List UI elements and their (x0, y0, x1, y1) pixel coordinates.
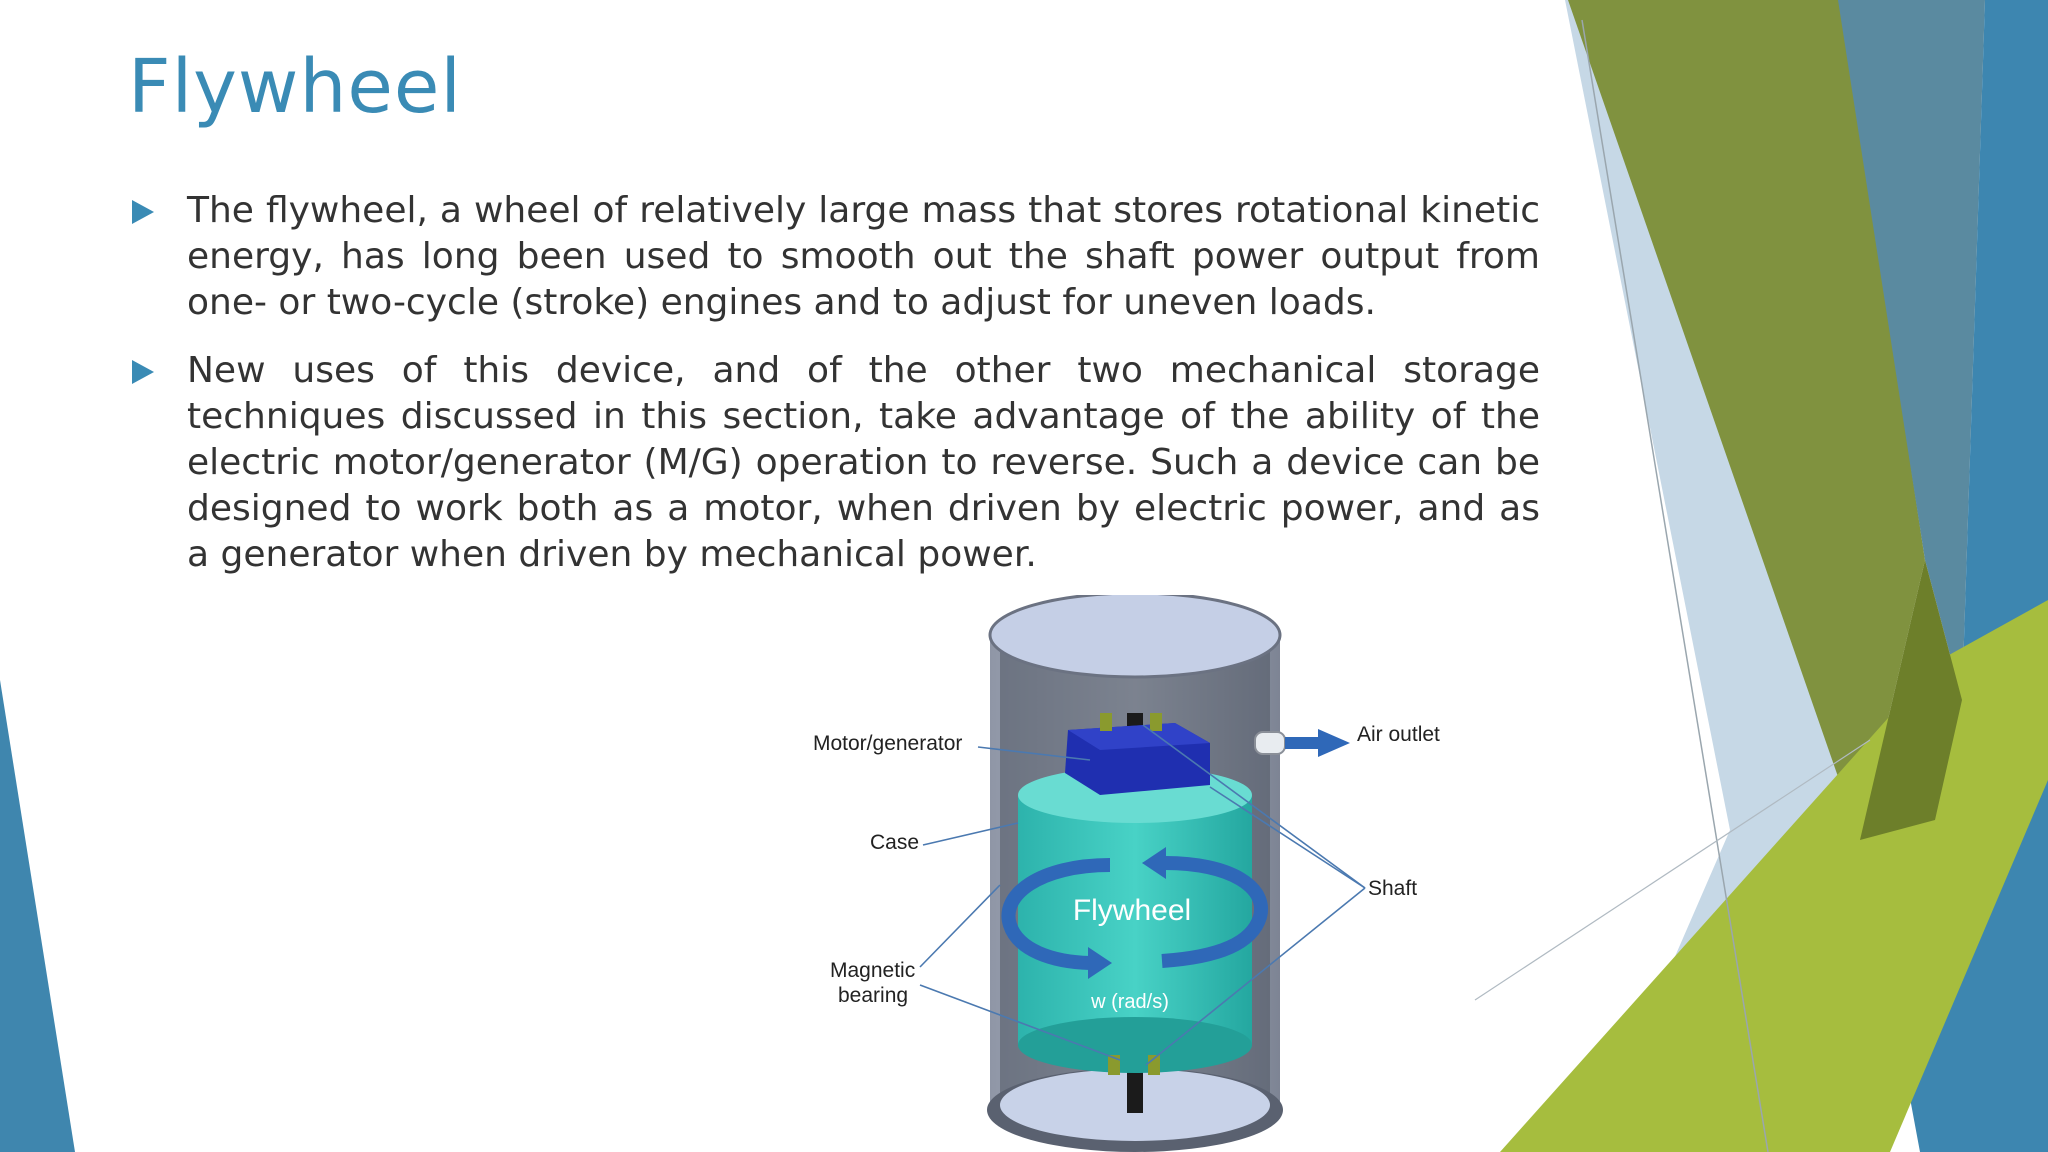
magnetic-bearing-label-2: bearing (838, 984, 908, 1007)
flywheel-diagram: Flywheel w (rad/s) (813, 595, 1440, 1152)
motor-generator (1065, 713, 1210, 795)
flywheel-rotor (1018, 767, 1252, 1073)
rotation-arrow-right-head (1142, 847, 1166, 879)
right-olive-shape-top (1568, 0, 1925, 840)
bullet-text: The flywheel, a wheel of relatively larg… (187, 190, 1540, 323)
rotation-arrow-left (1001, 858, 1111, 970)
bullet-item: New uses of this device, and of the othe… (130, 348, 1540, 578)
slide-title: Flywheel (128, 44, 462, 130)
bullet-arrow-icon (132, 360, 154, 384)
magnetic-bearing-label-1: Magnetic (830, 959, 915, 982)
bullet-list: The flywheel, a wheel of relatively larg… (130, 188, 1540, 600)
air-outlet-label: Air outlet (1357, 723, 1440, 746)
thin-decor-line-1 (1581, 19, 1769, 1152)
bullet-item: The flywheel, a wheel of relatively larg… (130, 188, 1540, 326)
flywheel-label: Flywheel (1073, 894, 1191, 927)
shaft-label: Shaft (1368, 877, 1417, 900)
bullet-text: New uses of this device, and of the othe… (187, 350, 1540, 575)
thin-decor-line-2 (1474, 739, 1871, 1001)
motor-generator-label: Motor/generator (813, 732, 962, 755)
air-outlet (1254, 729, 1350, 757)
right-dark-green-strip (1860, 560, 1962, 840)
right-teal-shape (1838, 0, 1985, 700)
rotation-arrow-left-head (1088, 947, 1112, 979)
left-blue-wedge (0, 680, 75, 1152)
speed-label: w (rad/s) (1090, 991, 1169, 1013)
case-label: Case (870, 831, 919, 854)
leader-lines (919, 724, 1366, 1066)
rotation-arrow-right (1161, 856, 1269, 968)
bullet-arrow-icon (132, 200, 154, 224)
